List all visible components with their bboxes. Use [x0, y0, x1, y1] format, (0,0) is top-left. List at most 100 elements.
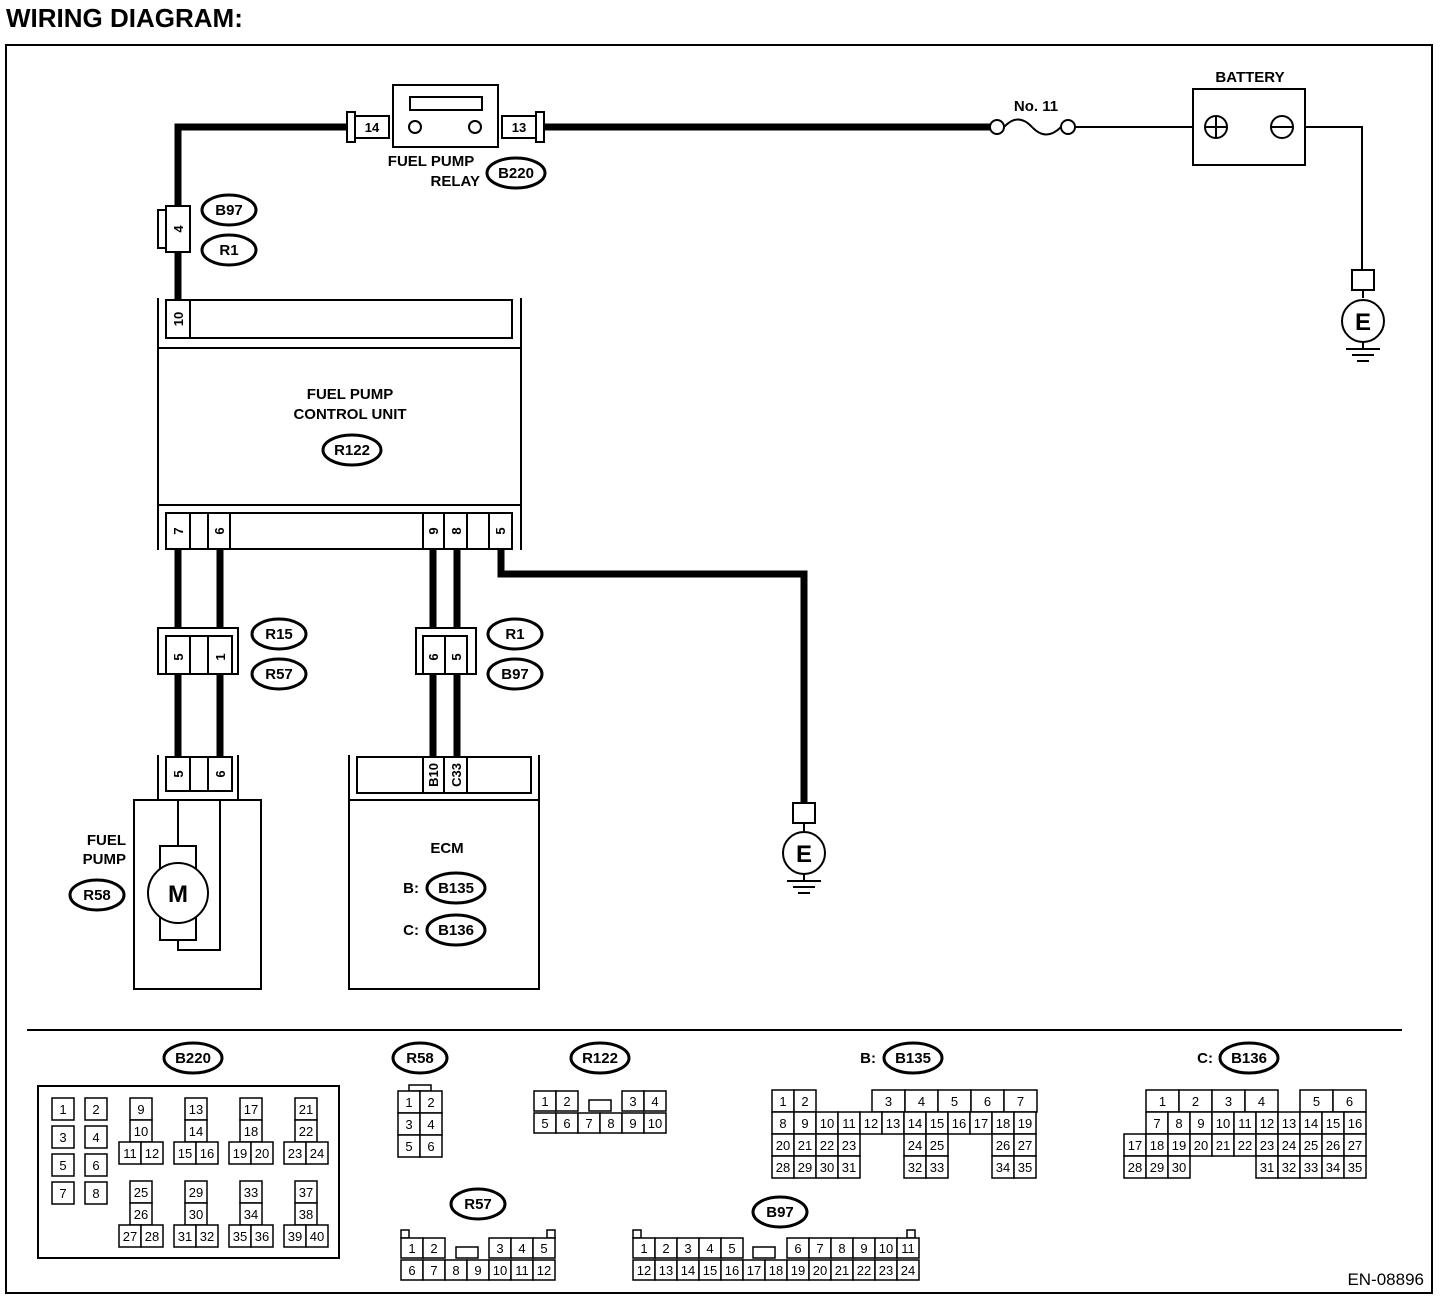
ground-lug — [1351, 269, 1375, 291]
b220-pin: 4 — [92, 1130, 99, 1145]
b136-pin: 27 — [1348, 1138, 1362, 1153]
b136-pin: 23 — [1260, 1138, 1274, 1153]
wire-fpcu5-to-ground — [497, 550, 808, 803]
connector-badge — [250, 617, 308, 651]
connector-view-label-r58: R58 — [406, 1050, 434, 1067]
connector-badge — [321, 433, 383, 467]
b136-pin: 28 — [1128, 1160, 1142, 1175]
fpcu-connector-id: R122 — [334, 442, 370, 459]
connector-id-b97: B97 — [215, 202, 243, 219]
connector-badge — [485, 156, 547, 190]
b135-pin: 19 — [1018, 1116, 1032, 1131]
pin-cell — [305, 1141, 329, 1165]
b136-pin: 24 — [1282, 1138, 1296, 1153]
b135-pin: 8 — [779, 1116, 786, 1131]
document-code: EN-08896 — [1347, 1270, 1424, 1289]
b220-pin: 26 — [134, 1207, 148, 1222]
ground-label: E — [1355, 309, 1371, 336]
b220-pin: 14 — [189, 1124, 203, 1139]
b220-pin: 3 — [59, 1130, 66, 1145]
b136-pin: 35 — [1348, 1160, 1362, 1175]
b220-pin: 31 — [178, 1229, 192, 1244]
b220-pin: 11 — [123, 1146, 137, 1161]
r122-pin: 10 — [648, 1116, 662, 1131]
ecm-connector-b135: B135 — [438, 880, 474, 897]
b136-pin: 16 — [1348, 1116, 1362, 1131]
connector-badge — [391, 1041, 449, 1075]
b220-pin: 12 — [145, 1146, 159, 1161]
pump-name-line1: FUEL — [87, 832, 126, 849]
r57-pin: 10 — [493, 1263, 507, 1278]
connector-badge — [200, 193, 258, 227]
connector-tab — [535, 111, 545, 143]
pin-cell — [1343, 1155, 1367, 1179]
pin-cell — [896, 1259, 920, 1281]
fpcu-name-line2: CONTROL UNIT — [293, 406, 406, 423]
b220-pin: 1 — [59, 1102, 66, 1117]
fpcu-pin-7: 7 — [171, 527, 186, 534]
ecm: B10 C33 ECM B: B135 C: B136 — [348, 755, 540, 990]
fpcu-pin-8: 8 — [449, 527, 464, 534]
b136-pin: 20 — [1194, 1138, 1208, 1153]
b220-pin: 23 — [288, 1146, 302, 1161]
b136-pin: 2 — [1192, 1094, 1199, 1109]
b220-pin: 35 — [233, 1229, 247, 1244]
connector-badge — [425, 871, 487, 905]
connector-badge — [250, 657, 308, 691]
r122-pin: 5 — [541, 1116, 548, 1131]
ecm-b-prefix: B: — [403, 880, 419, 897]
connector-view-prefix-b135: B: — [860, 1050, 876, 1067]
b135-pin: 10 — [820, 1116, 834, 1131]
fuse-terminal-icon — [1060, 119, 1076, 135]
b220-pin: 28 — [145, 1229, 159, 1244]
ecm-pin-b10: B10 — [426, 763, 441, 787]
junction-pin-4: 4 — [171, 225, 186, 233]
b135-pin: 22 — [820, 1138, 834, 1153]
b135-pin: 20 — [776, 1138, 790, 1153]
pin-cell — [51, 1181, 75, 1205]
ground-label: E — [796, 841, 812, 868]
b136-pin: 17 — [1128, 1138, 1142, 1153]
r122-pin: 2 — [563, 1094, 570, 1109]
r122-pin: 9 — [629, 1116, 636, 1131]
b97-pin: 22 — [857, 1263, 871, 1278]
b136-pin: 13 — [1282, 1116, 1296, 1131]
b136-pin: 5 — [1313, 1094, 1320, 1109]
junction-b97-r1-top: 4 B97 R1 — [157, 193, 258, 267]
b220-pin: 22 — [299, 1124, 313, 1139]
pin-cell — [925, 1155, 949, 1179]
connector-key — [408, 1084, 432, 1092]
b220-pin: 5 — [59, 1158, 66, 1173]
connector-view-prefix-b136: C: — [1197, 1050, 1213, 1067]
motor-icon — [147, 862, 209, 924]
connector-view-label-b97: B97 — [766, 1204, 794, 1221]
connector-badge — [751, 1195, 809, 1229]
fuse-label: No. 11 — [1014, 98, 1058, 115]
junction-pin-box — [165, 205, 191, 253]
pin-cell — [1013, 1155, 1037, 1179]
b97-pin: 23 — [879, 1263, 893, 1278]
relay-name-line2: RELAY — [431, 173, 480, 190]
fpcu-pin-5: 5 — [493, 527, 508, 534]
ecm-connector-b136: B136 — [438, 922, 474, 939]
b135-pin: 11 — [842, 1116, 856, 1131]
b97-pin: 7 — [816, 1241, 823, 1256]
pin-cell — [84, 1153, 108, 1177]
pump-name-line2: PUMP — [83, 851, 126, 868]
ground-bottom: E — [782, 802, 826, 894]
r122-pin: 6 — [563, 1116, 570, 1131]
diagram-frame — [5, 44, 1433, 1294]
relay-pin-13: 13 — [512, 120, 526, 135]
connector-badge — [569, 1041, 631, 1075]
connector-key — [906, 1229, 916, 1239]
connector-id-b97: B97 — [501, 666, 529, 683]
b136-pin: 21 — [1216, 1138, 1230, 1153]
b97-pin: 24 — [901, 1263, 915, 1278]
r57-pin: 9 — [474, 1263, 481, 1278]
relay-name-line1: FUEL PUMP — [388, 153, 474, 170]
b220-pin: 38 — [299, 1207, 313, 1222]
r57-pin: 4 — [518, 1241, 525, 1256]
pin-cell — [532, 1259, 556, 1281]
fpcu-pin-10: 10 — [171, 312, 186, 326]
